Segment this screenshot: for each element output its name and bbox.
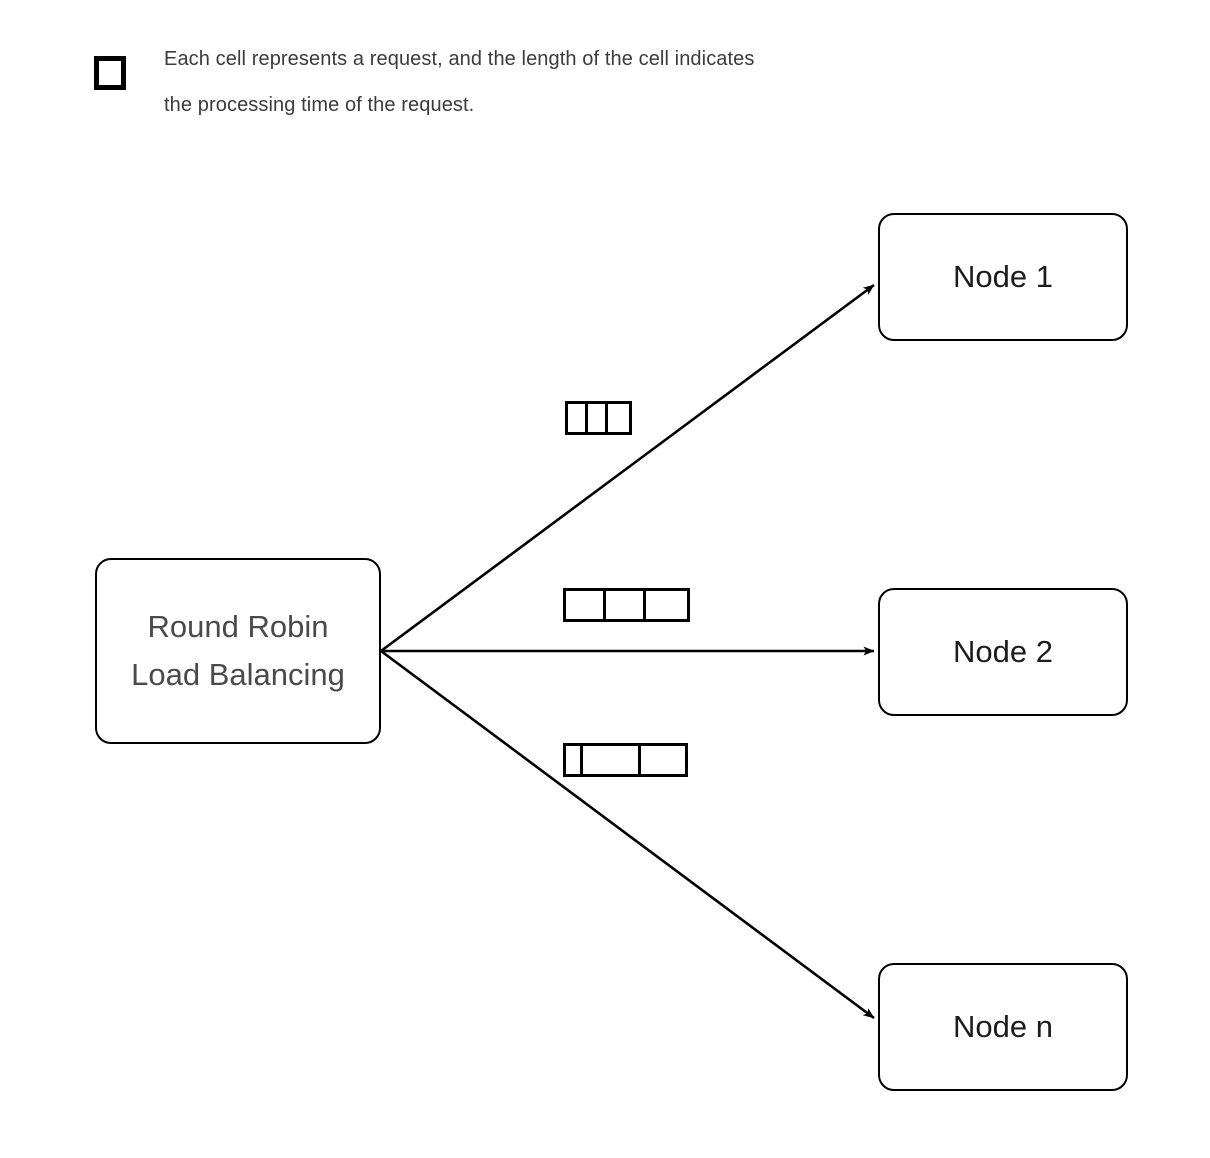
request-cell bbox=[566, 591, 606, 619]
request-cell bbox=[641, 746, 685, 774]
request-cell bbox=[568, 404, 588, 432]
target-node-n-label: Node n bbox=[953, 1009, 1053, 1045]
target-node-2[interactable]: Node 2 bbox=[878, 588, 1128, 716]
target-node-1-label: Node 1 bbox=[953, 259, 1053, 295]
edge-to-node-1 bbox=[380, 283, 875, 653]
source-node-label: Round Robin Load Balancing bbox=[131, 608, 345, 692]
square-cell-icon bbox=[94, 56, 126, 90]
target-node-2-label: Node 2 bbox=[953, 634, 1053, 670]
request-cell bbox=[646, 591, 687, 619]
request-cell bbox=[608, 404, 629, 432]
request-cell bbox=[583, 746, 641, 774]
target-node-1[interactable]: Node 1 bbox=[878, 213, 1128, 341]
request-queue-node-1 bbox=[565, 401, 632, 435]
edge-to-node-n bbox=[380, 649, 875, 1020]
source-node-round-robin-load-balancing[interactable]: Round Robin Load Balancing bbox=[95, 558, 381, 744]
request-cell bbox=[606, 591, 646, 619]
request-queue-node-2 bbox=[563, 588, 690, 622]
target-node-n[interactable]: Node n bbox=[878, 963, 1128, 1091]
request-cell bbox=[566, 746, 583, 774]
request-queue-node-n bbox=[563, 743, 688, 777]
request-cell bbox=[588, 404, 608, 432]
legend-caption: Each cell represents a request, and the … bbox=[164, 48, 755, 116]
